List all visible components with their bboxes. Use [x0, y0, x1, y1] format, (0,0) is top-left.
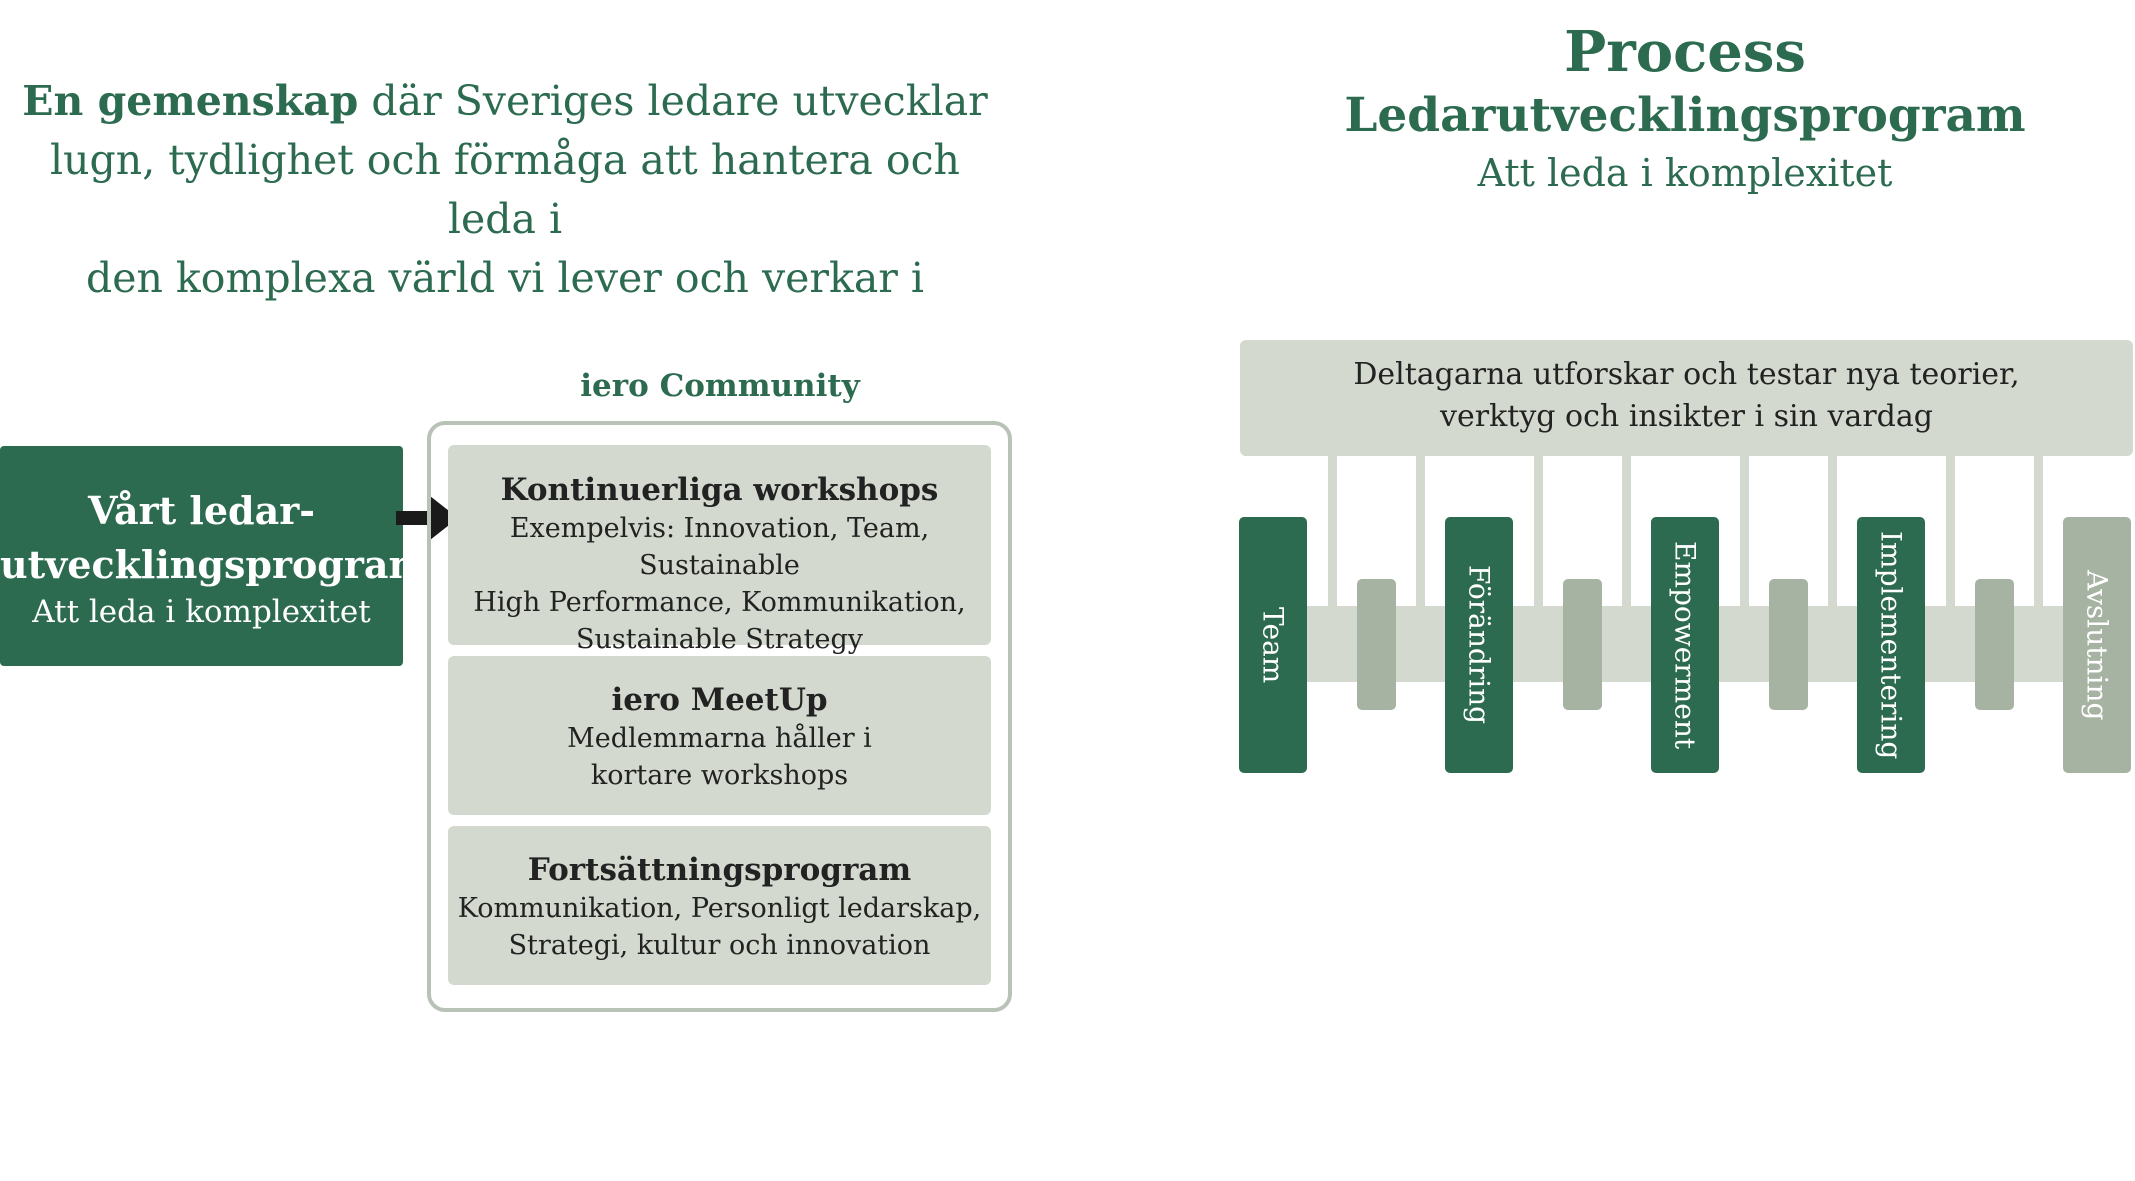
- process-tagline: Att leda i komplexitet: [1477, 151, 1893, 195]
- connector: [1622, 456, 1631, 606]
- step-empowerment: Empowerment: [1651, 517, 1719, 773]
- connector: [1946, 456, 1955, 606]
- connector: [1740, 456, 1749, 606]
- step-spacer: [1769, 579, 1808, 710]
- community-frame: [427, 421, 1012, 1012]
- card-workshops: Kontinuerliga workshops Exempelvis: Inno…: [448, 445, 991, 655]
- process-top-bar: Deltagarna utforskar och testar nya teor…: [1240, 340, 2133, 456]
- process-title: Process: [1564, 19, 1806, 85]
- card-continuation: Fortsättningsprogram Kommunikation, Pers…: [448, 826, 991, 985]
- headline-line-3: den komplexa värld vi lever och verkar i: [85, 254, 925, 302]
- headline-line-1-rest: där Sveriges ledare utvecklar: [358, 77, 988, 125]
- headline: En gemenskap där Sveriges ledare utveckl…: [20, 72, 990, 308]
- card-line: Kommunikation, Personligt ledarskap,: [457, 893, 982, 924]
- card-line: Strategi, kultur och innovation: [508, 930, 931, 961]
- step-label: Team: [1256, 606, 1290, 684]
- step-label: Avslutning: [2080, 569, 2114, 721]
- program-title-line-2: utvecklingsprogram: [0, 542, 429, 587]
- step-label: Förändring: [1462, 565, 1496, 725]
- program-title-line-1: Vårt ledar-: [87, 488, 316, 533]
- card-line: kortare workshops: [590, 760, 849, 791]
- process-subtitle: Ledarutvecklingsprogram: [1344, 88, 2026, 143]
- card-meetup: iero MeetUp Medlemmarna håller i kortare…: [448, 656, 991, 815]
- step-team: Team: [1239, 517, 1307, 773]
- step-avslutning: Avslutning: [2063, 517, 2131, 773]
- card-line: Medlemmarna håller i: [567, 723, 872, 754]
- step-spacer: [1563, 579, 1602, 710]
- connector: [1828, 456, 1837, 606]
- headline-line-1: En gemenskap där Sveriges ledare utveckl…: [20, 72, 990, 131]
- connector: [2034, 456, 2043, 606]
- headline-bold: En gemenskap: [22, 77, 359, 125]
- community-title: iero Community: [580, 368, 860, 404]
- step-spacer: [1975, 579, 2014, 710]
- step-forandring: Förändring: [1445, 517, 1513, 773]
- connector: [1328, 456, 1337, 606]
- step-label: Empowerment: [1668, 540, 1702, 750]
- card-line: Exempelvis: Innovation, Team, Sustainabl…: [509, 513, 930, 581]
- card-title: iero MeetUp: [611, 682, 828, 718]
- connector: [1534, 456, 1543, 606]
- step-label: Implementering: [1874, 530, 1908, 760]
- card-title: Kontinuerliga workshops: [500, 472, 939, 508]
- card-line: Sustainable Strategy: [575, 624, 863, 655]
- top-bar-line-1: Deltagarna utforskar och testar nya teor…: [1353, 357, 2020, 392]
- step-spacer: [1357, 579, 1396, 710]
- top-bar-line-2: verktyg och insikter i sin vardag: [1440, 399, 1933, 434]
- program-box: Vårt ledar- utvecklingsprogram Att leda …: [0, 446, 429, 666]
- program-subtitle: Att leda i komplexitet: [32, 594, 371, 630]
- connector: [1416, 456, 1425, 606]
- step-implementering: Implementering: [1857, 517, 1925, 773]
- headline-line-2: lugn, tydlighet och förmåga att hantera …: [50, 136, 960, 243]
- card-line: High Performance, Kommunikation,: [473, 587, 966, 618]
- card-title: Fortsättningsprogram: [527, 852, 912, 888]
